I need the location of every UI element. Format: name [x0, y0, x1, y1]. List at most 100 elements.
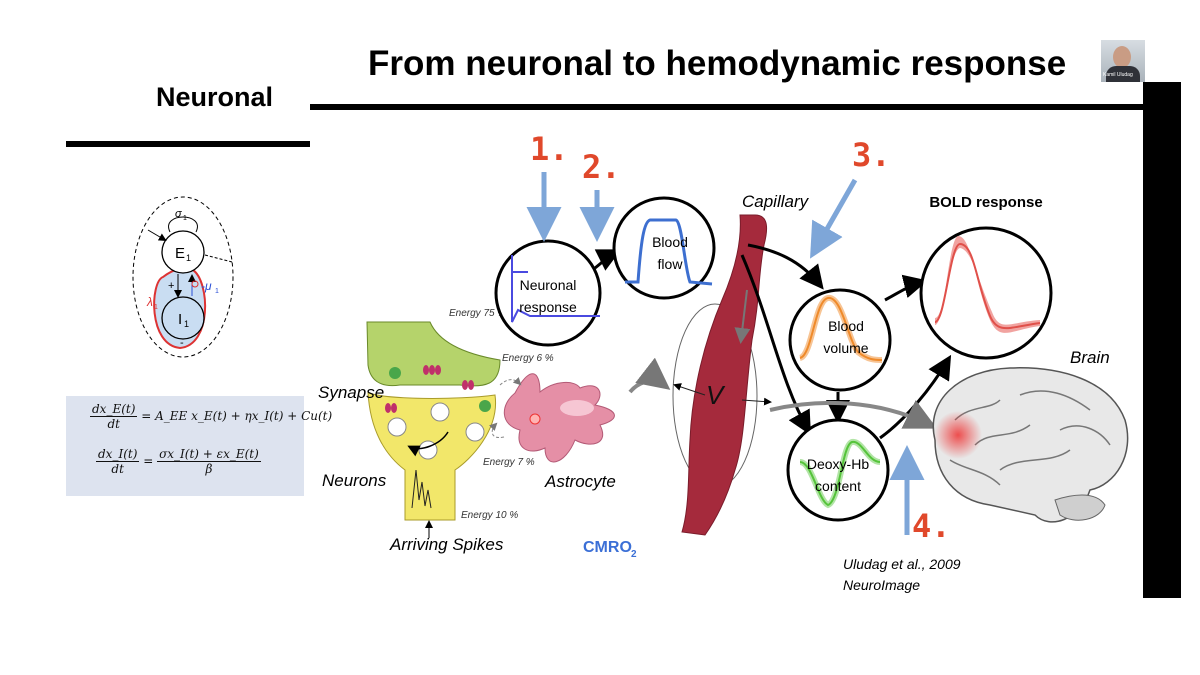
eq2-rhs-denominator: β [205, 462, 213, 476]
blood-volume-label-line1: Blood [828, 318, 864, 334]
neurovascular-unit [366, 321, 671, 538]
slide-title: From neuronal to hemodynamic response [368, 44, 1067, 83]
receptor-left [389, 367, 401, 379]
self-loop-sigma [168, 216, 198, 233]
excitatory-subscript: 1 [186, 253, 191, 263]
spike-train [411, 469, 432, 509]
neuronal-response-trace [511, 255, 600, 323]
receptor-right [479, 400, 491, 412]
inhibitory-label: I [178, 311, 182, 328]
arrow-neuronal-to-flow [594, 249, 622, 271]
neuronal-response-label-line2: response [519, 299, 577, 315]
arrow-vessel-to-brain [769, 399, 938, 429]
capillary-label: Capillary [742, 192, 810, 211]
webcam-name-label: Kamil Uludag [1103, 72, 1133, 78]
arriving-spikes-label: Arriving Spikes [389, 535, 504, 554]
energy-75-label: Energy 75 % [449, 308, 506, 319]
mu-connection-dot [191, 280, 199, 288]
blood-volume-label-line2: volume [823, 340, 868, 356]
step2-number: 2. [582, 148, 621, 186]
mu-label: -μ [201, 279, 212, 293]
blood-flow-label-line2: flow [658, 256, 684, 272]
blood-flow-trace [625, 218, 713, 286]
astrocyte-nucleus [560, 400, 594, 416]
side-black-bar [1143, 82, 1181, 598]
vessel-expand-right-arrow [741, 397, 772, 406]
citation-line1: Uludag et al., 2009 [843, 556, 961, 572]
neural-circuit-diagram: σ 1 E 1 I 1 -μ 1 λ 1 + - [132, 196, 234, 358]
vesicle-3 [430, 402, 450, 422]
bold-response-trace [934, 242, 1041, 330]
inhibitory-node [161, 296, 205, 340]
synapse-terminal [366, 321, 501, 387]
deoxy-hb-label-line1: Deoxy-Hb [807, 456, 869, 472]
vesicle-1 [387, 417, 407, 437]
eq1-numerator: dx_E(t) [90, 402, 138, 417]
lambda-label: λ [146, 295, 153, 309]
step4-number: 4. [912, 507, 951, 545]
sigma-label: σ [175, 208, 182, 220]
bold-response-label: BOLD response [929, 194, 1042, 211]
neuronal-heading: Neuronal [156, 82, 274, 112]
arrow-flow-to-deoxy [740, 254, 811, 436]
minus-sign: - [180, 337, 184, 349]
heading-underline [66, 141, 310, 147]
bold-response-circle [919, 226, 1053, 360]
intra-neuron-arrow [407, 431, 449, 457]
astrocyte-to-vessel-arrow [628, 357, 671, 394]
brain-illustration [932, 367, 1129, 523]
cmro2-subscript: 2 [631, 549, 637, 560]
ion-channels [385, 365, 474, 413]
excitatory-label: E [175, 245, 185, 262]
excitatory-node [161, 230, 205, 274]
astrocyte-label: Astrocyte [544, 472, 616, 491]
arrow-volume-to-bold [884, 274, 928, 302]
activation-spot [934, 411, 982, 459]
equations-box [66, 396, 304, 496]
webcam-thumbnail[interactable] [1101, 40, 1145, 82]
brain-label: Brain [1070, 348, 1110, 367]
vesicle-4 [465, 422, 485, 442]
brain-outline [932, 367, 1129, 523]
citation-line2: NeuroImage [843, 577, 920, 593]
neurons-label: Neurons [322, 471, 387, 490]
input-arrow [147, 229, 167, 242]
title-underline [310, 104, 1145, 110]
cerebellum [1054, 494, 1106, 521]
synapse-label: Synapse [318, 383, 384, 402]
vessel-expand-left-arrow [673, 383, 706, 396]
energy-7-label: Energy 7 % [483, 457, 535, 468]
blood-flow-circle: Blood flow [612, 196, 716, 300]
deoxy-hb-trace [799, 440, 881, 507]
vessel-volume-label: V [706, 380, 726, 410]
vessel-flow-arrow [734, 289, 751, 344]
blood-flow-label-line1: Blood [652, 234, 688, 250]
capillary-vessel: V [672, 214, 772, 536]
neuronal-response-circle: Neuronal response [494, 239, 602, 347]
circuit-dashed-boundary [132, 196, 234, 358]
synapse-to-astrocyte-arrow [499, 376, 522, 386]
equation-excitatory: dx_E(t)dt = A_EE x_E(t) + ηx_I(t) + Cu(t… [90, 402, 332, 431]
astrocyte-signal-dot [529, 413, 541, 425]
eq2-denominator: dt [111, 462, 124, 476]
plus-sign: + [168, 280, 174, 292]
eq1-rhs: = A_EE x_E(t) + ηx_I(t) + Cu(t) [141, 409, 333, 423]
eq2-numerator: dx_I(t) [96, 447, 140, 462]
step1-number: 1. [530, 130, 569, 168]
arrow-flow-to-volume [747, 243, 824, 290]
astrocyte-body [503, 373, 615, 463]
equation-inhibitory: dx_I(t)dt = σx_I(t) + εx_E(t)β [96, 447, 261, 476]
mu-subscript: 1 [215, 288, 219, 295]
energy-6-label: Energy 6 % [502, 353, 554, 364]
lambda-subscript: 1 [154, 304, 158, 311]
inhibitory-subscript: 1 [184, 319, 189, 329]
neuronal-response-label-line1: Neuronal [520, 277, 577, 293]
deoxy-hb-circle: Deoxy-Hb content [786, 418, 890, 522]
brain-sulci [949, 390, 1111, 486]
eq2-rhs-numerator: σx_I(t) + εx_E(t) [157, 447, 261, 462]
flow-arrows [594, 243, 952, 440]
energy-10-label: Energy 10 % [461, 510, 518, 521]
output-line [204, 254, 233, 263]
bold-response-band [935, 236, 1040, 333]
